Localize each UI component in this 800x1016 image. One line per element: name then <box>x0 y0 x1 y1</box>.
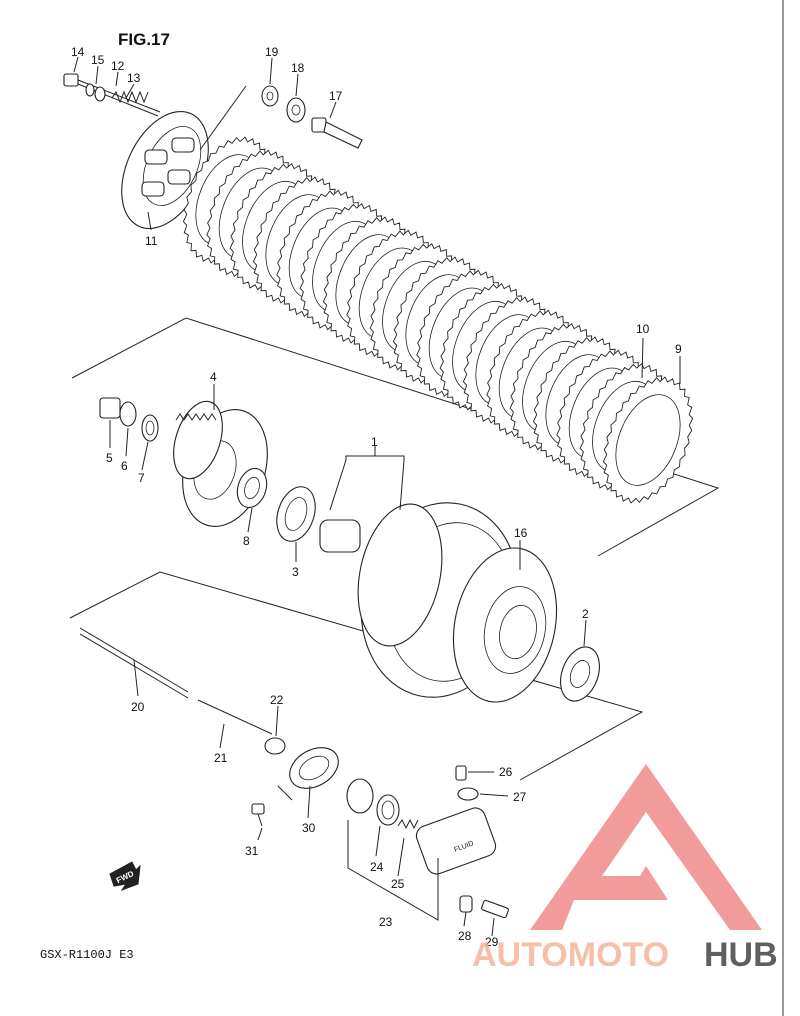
callout-9: 9 <box>675 342 682 356</box>
release-cylinder <box>346 778 497 875</box>
callout-3: 3 <box>292 565 299 579</box>
callout-16: 16 <box>514 526 528 540</box>
fwd-arrow-icon: FWD <box>109 861 141 892</box>
callout-26: 26 <box>499 765 513 779</box>
bleeder-26 <box>455 765 467 781</box>
callout-2: 2 <box>582 607 589 621</box>
logo-text-b: HUB <box>704 936 778 974</box>
watermark-logo: AUTOMOTO HUB <box>472 764 778 974</box>
leader-lines <box>73 56 681 937</box>
callout-20: 20 <box>131 700 145 714</box>
cap-27 <box>457 787 479 801</box>
callout-4: 4 <box>210 370 217 384</box>
callout-18: 18 <box>291 61 305 75</box>
pressure-bolt <box>63 73 161 117</box>
release-cover-30 <box>277 747 339 801</box>
callout-21: 21 <box>214 751 228 765</box>
clutch-plate <box>602 376 694 504</box>
dowel-28 <box>459 895 473 913</box>
callout-1: 1 <box>371 435 378 449</box>
callout-11: 11 <box>145 234 158 248</box>
release-parts <box>199 85 363 151</box>
spacer-sleeve <box>319 519 361 553</box>
model-footer: GSX-R1100J E3 <box>40 948 134 962</box>
callout-8: 8 <box>243 534 250 548</box>
logo-mark-icon <box>530 764 762 930</box>
callout-7: 7 <box>138 471 145 485</box>
bracket-23 <box>347 820 439 921</box>
callout-14: 14 <box>71 45 85 59</box>
callout-15: 15 <box>91 53 105 67</box>
callout-29: 29 <box>485 935 499 949</box>
callout-12: 12 <box>111 59 125 73</box>
callout-17: 17 <box>329 89 343 103</box>
callout-24: 24 <box>370 860 384 874</box>
callout-5: 5 <box>106 451 113 465</box>
needle-bearing-3 <box>276 486 316 542</box>
clutch-plate-stack <box>182 136 694 504</box>
thrust-washer-2 <box>560 646 600 702</box>
bolt-31 <box>251 803 265 827</box>
thrust-washer-8 <box>236 467 268 509</box>
clutch-sleeve-hub <box>173 400 268 527</box>
figure-title: FIG.17 <box>118 30 170 49</box>
logo-text-a: AUTOMOTO <box>472 936 669 974</box>
callout-23: 23 <box>379 915 393 929</box>
callout-31: 31 <box>245 844 259 858</box>
callout-19: 19 <box>265 45 279 59</box>
hub-nut-washers <box>99 397 159 442</box>
callout-30: 30 <box>302 821 316 835</box>
primary-driven-gear <box>357 502 558 703</box>
callout-28: 28 <box>458 929 472 943</box>
assembly-frame-top <box>71 317 720 557</box>
callout-27: 27 <box>513 790 527 804</box>
clutch-spring <box>85 83 149 104</box>
callout-labels: 1 2 3 4 5 6 7 8 9 10 11 12 13 14 15 16 1… <box>71 45 682 949</box>
bolt-29 <box>481 899 509 919</box>
callout-6: 6 <box>121 459 128 473</box>
callout-13: 13 <box>127 71 141 85</box>
push-rod-21 <box>197 699 273 735</box>
push-piece-22 <box>264 737 286 755</box>
callout-22: 22 <box>270 693 284 707</box>
callout-25: 25 <box>391 877 405 891</box>
bracket-1 <box>345 455 405 460</box>
callout-10: 10 <box>636 322 650 336</box>
